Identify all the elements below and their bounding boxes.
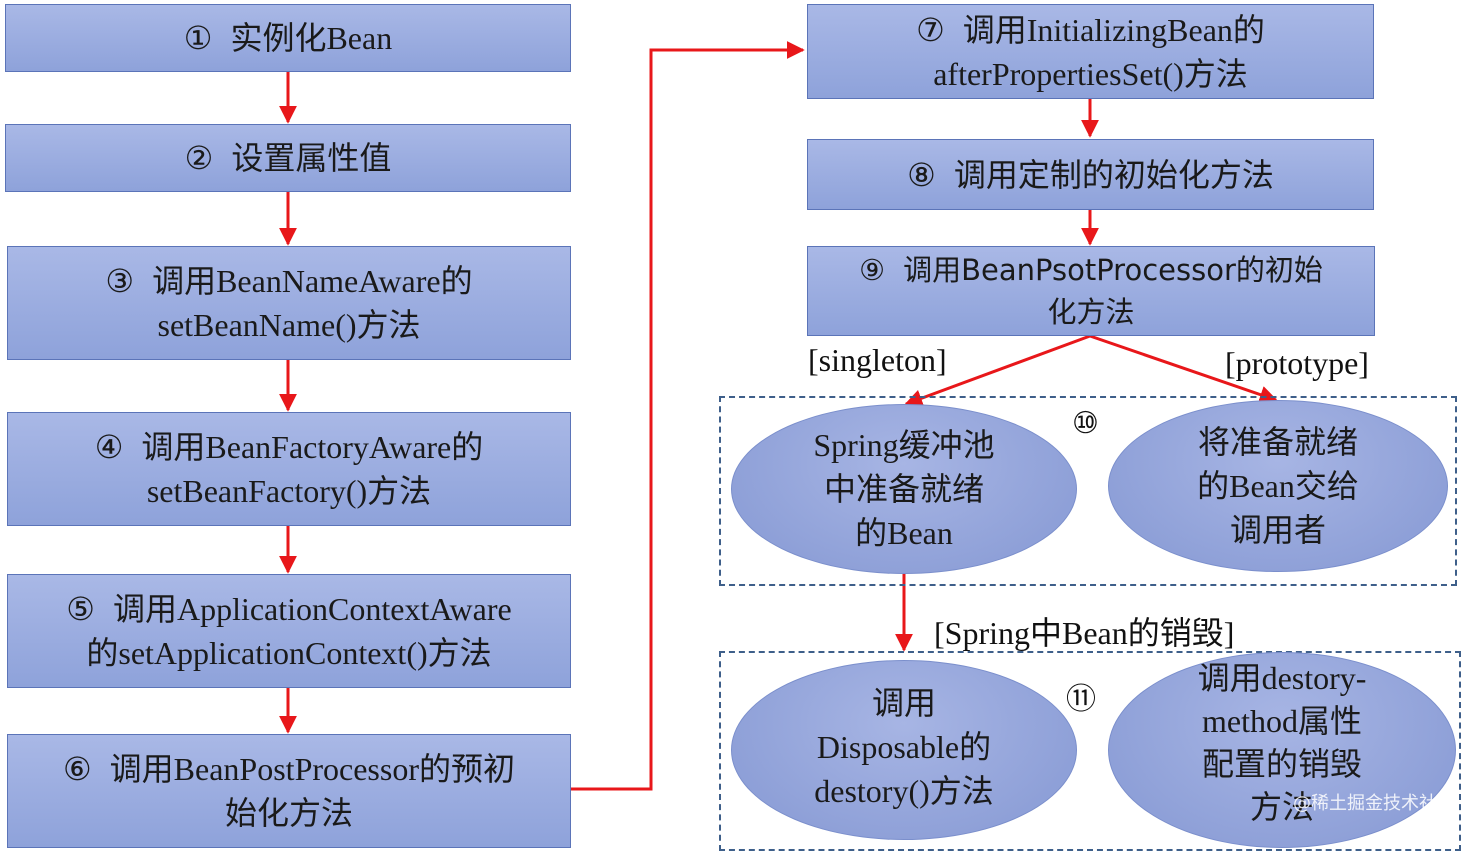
destroy-label: [Spring中Bean的销毁]	[934, 615, 1235, 651]
prototype-label: [prototype]	[1225, 345, 1369, 381]
destroy-method-ellipse: 调用destory- method属性 配置的销毁 方法	[1108, 652, 1456, 848]
disposable-destroy-ellipse: 调用 Disposable的 destory()方法	[731, 660, 1077, 840]
group-10-container	[719, 396, 1457, 586]
singleton-cache-ellipse: Spring缓冲池 中准备就绪 的Bean	[731, 404, 1077, 574]
arrow-singleton	[904, 334, 1091, 407]
group-10-number: ⑩	[1072, 407, 1099, 440]
singleton-label: [singleton]	[808, 342, 947, 378]
arrow-6-7	[571, 41, 805, 791]
arrow-prototype	[1089, 334, 1278, 404]
flow-arrows	[279, 41, 1278, 791]
watermark: @稀土掘金技术社区	[1293, 793, 1455, 814]
prototype-caller-ellipse: 将准备就绪 的Bean交给 调用者	[1108, 400, 1448, 572]
group-11-number: ⑪	[1066, 683, 1096, 716]
